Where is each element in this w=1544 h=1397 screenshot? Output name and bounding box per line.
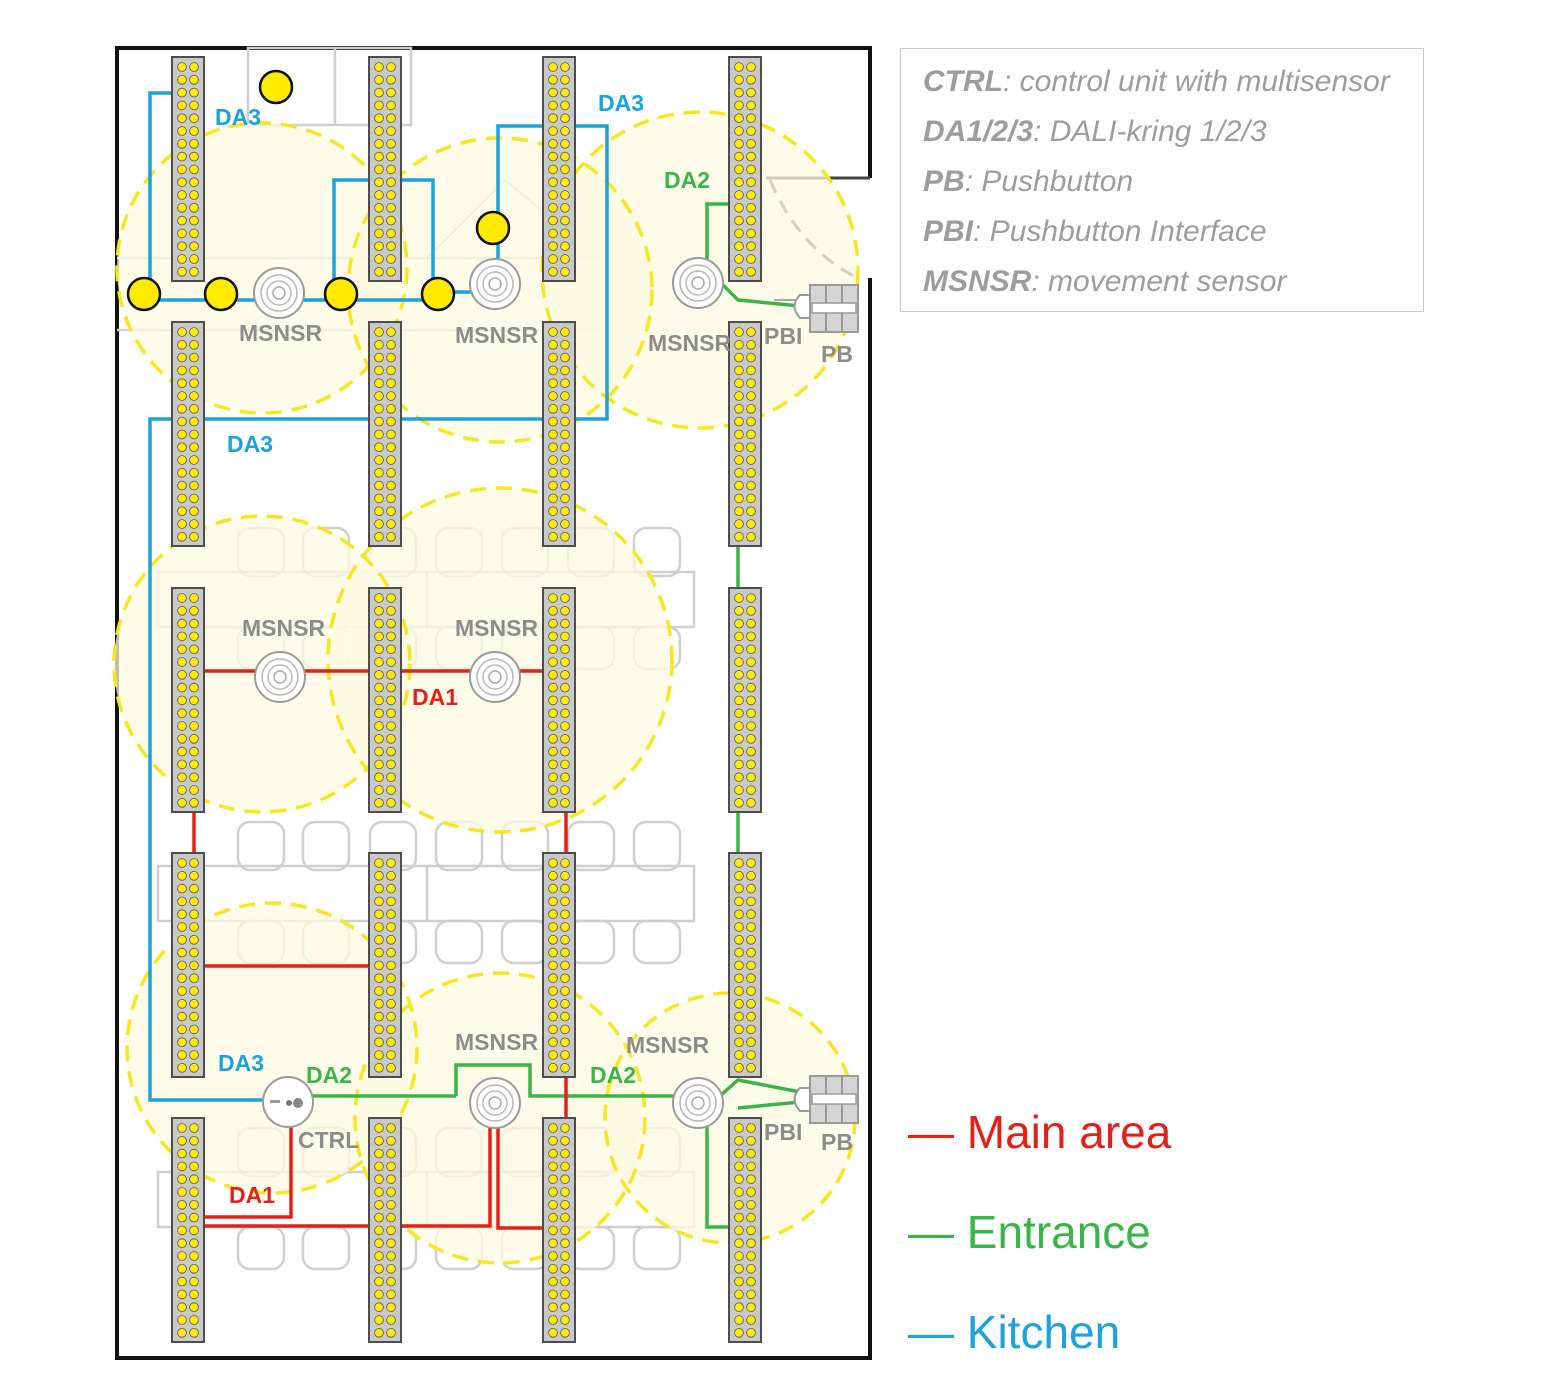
diagram-labels: DA3 DA3 DA3 DA3 DA2 DA2 DA2 DA1 DA1 MSNS… xyxy=(215,90,853,1208)
spot-luminaire xyxy=(323,276,359,312)
legend-item: DA1/2/3: DALI-kring 1/2/3 xyxy=(923,115,1267,148)
label-msnsr: MSNSR xyxy=(242,615,325,641)
legend-item: PB: Pushbutton xyxy=(923,165,1134,198)
movement-sensor xyxy=(469,258,521,310)
label-msnsr: MSNSR xyxy=(455,322,538,348)
label-pbi: PBI xyxy=(764,1119,802,1145)
luminaire-strip xyxy=(171,56,205,282)
luminaire-strip xyxy=(171,852,205,1078)
spot-luminaire xyxy=(420,276,456,312)
luminaire-strip xyxy=(542,56,576,282)
label-da3: DA3 xyxy=(218,1050,264,1076)
label-da3: DA3 xyxy=(598,90,644,116)
pushbutton-top xyxy=(793,284,859,333)
luminaire-strip xyxy=(368,587,402,813)
luminaire-strip xyxy=(171,321,205,547)
label-msnsr: MSNSR xyxy=(626,1032,709,1058)
label-msnsr: MSNSR xyxy=(648,330,731,356)
luminaire-strip xyxy=(542,852,576,1078)
luminaire-strip xyxy=(728,56,762,282)
label-da3: DA3 xyxy=(227,431,273,457)
sensor-zone-outline xyxy=(125,901,419,1195)
label-msnsr: MSNSR xyxy=(455,615,538,641)
luminaire-strip xyxy=(542,587,576,813)
abbreviation-legend: CTRL: control unit with multisensor DA1/… xyxy=(900,48,1424,312)
luminaire-strip xyxy=(728,321,762,547)
sensor-zone-outline xyxy=(326,486,674,834)
pushbutton-bottom xyxy=(793,1075,859,1124)
label-da3: DA3 xyxy=(215,104,261,130)
luminaire-strip xyxy=(171,1117,205,1343)
luminaire-strip xyxy=(368,56,402,282)
movement-sensor xyxy=(469,651,521,703)
luminaire-strip xyxy=(542,321,576,547)
movement-sensor xyxy=(254,651,306,703)
chair xyxy=(632,1225,682,1271)
legend-item: PBI: Pushbutton Interface xyxy=(923,215,1267,248)
chair xyxy=(632,820,682,872)
spot-luminaires xyxy=(126,69,511,312)
spot-luminaire xyxy=(126,276,162,312)
luminaire-strip xyxy=(171,587,205,813)
movement-sensor xyxy=(672,1077,724,1129)
label-da2: DA2 xyxy=(664,167,710,193)
circuit-key-main-area: — Main area xyxy=(908,1106,1172,1158)
label-pbi: PBI xyxy=(764,323,802,349)
chair xyxy=(500,919,550,965)
spot-luminaire xyxy=(258,69,294,105)
control-unit xyxy=(262,1076,314,1128)
sensor-zone-outline xyxy=(115,121,409,415)
label-da2: DA2 xyxy=(306,1062,352,1088)
building-walls xyxy=(115,46,872,1360)
sensor-zone-outline xyxy=(353,971,647,1265)
label-msnsr: MSNSR xyxy=(455,1029,538,1055)
sensor-zone-outline xyxy=(112,514,412,814)
luminaire-strip xyxy=(368,852,402,1078)
movement-sensor xyxy=(469,1077,521,1129)
luminaire-strip xyxy=(542,1117,576,1343)
chair xyxy=(236,820,286,872)
label-da1: DA1 xyxy=(229,1182,275,1208)
label-da2: DA2 xyxy=(590,1062,636,1088)
luminaire-strip xyxy=(728,587,762,813)
label-pb: PB xyxy=(821,1129,853,1155)
luminaire-strips xyxy=(171,56,762,1343)
chair xyxy=(566,820,616,872)
movement-sensor xyxy=(672,257,724,309)
chair xyxy=(301,1225,351,1271)
spot-luminaire xyxy=(203,276,239,312)
chair xyxy=(301,820,351,872)
label-ctrl: CTRL xyxy=(298,1127,359,1153)
legend-item: MSNSR: movement sensor xyxy=(923,265,1287,298)
movement-sensor xyxy=(253,267,305,319)
movement-sensors xyxy=(253,257,724,1129)
label-pb: PB xyxy=(821,341,853,367)
chair xyxy=(236,1225,286,1271)
legend-item: CTRL: control unit with multisensor xyxy=(923,65,1390,98)
luminaire-strip xyxy=(368,321,402,547)
circuit-key-entrance: — Entrance xyxy=(908,1206,1151,1258)
luminaire-strip xyxy=(728,852,762,1078)
circuit-key-kitchen: — Kitchen xyxy=(908,1306,1121,1358)
label-msnsr: MSNSR xyxy=(239,320,322,346)
spot-luminaire xyxy=(475,210,511,246)
chair xyxy=(434,919,484,965)
luminaire-strip xyxy=(368,1117,402,1343)
label-da1: DA1 xyxy=(412,684,458,710)
luminaire-strip xyxy=(728,1117,762,1343)
chair xyxy=(632,919,682,965)
